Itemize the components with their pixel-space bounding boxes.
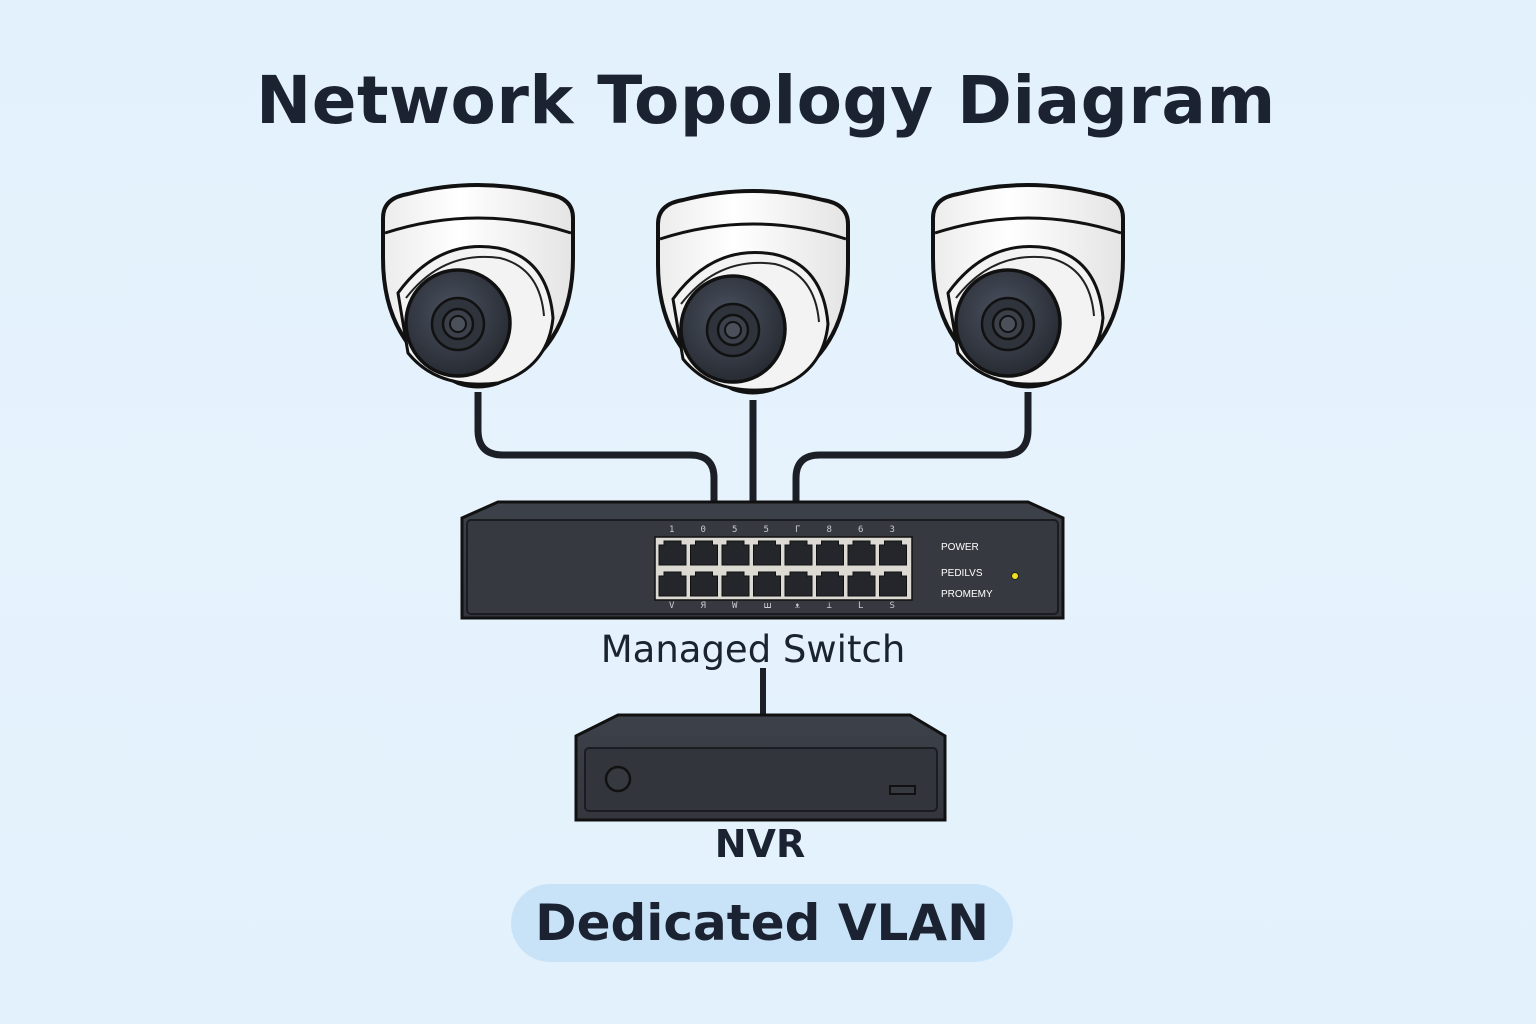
nvr-usb-port bbox=[889, 785, 916, 795]
camera-2 bbox=[656, 189, 850, 395]
port-number-top: 5 bbox=[732, 525, 737, 535]
port-number-top: 5 bbox=[764, 525, 769, 535]
port-number-bottom: ᴥ bbox=[795, 601, 800, 611]
nvr-power-button bbox=[604, 765, 632, 793]
port-number-bottom: ⊥ bbox=[827, 601, 833, 611]
ethernet-port bbox=[879, 540, 907, 566]
diagram-title: Network Topology Diagram bbox=[256, 62, 1276, 139]
ethernet-port bbox=[784, 571, 813, 597]
ethernet-port bbox=[816, 571, 844, 597]
vlan-badge: Dedicated VLAN bbox=[511, 884, 1013, 962]
nvr-device bbox=[574, 713, 947, 822]
ethernet-port bbox=[784, 540, 813, 566]
switch-label: Managed Switch bbox=[600, 628, 906, 671]
ethernet-port bbox=[753, 540, 781, 566]
ethernet-port bbox=[847, 540, 876, 566]
ethernet-ports bbox=[658, 540, 907, 597]
ethernet-port bbox=[658, 540, 687, 566]
ethernet-port bbox=[690, 540, 718, 566]
cable-camera-1 bbox=[474, 392, 718, 502]
port-number-bottom: V bbox=[669, 601, 675, 611]
port-number-top: 6 bbox=[858, 525, 863, 535]
ethernet-port bbox=[721, 571, 750, 597]
camera-1 bbox=[381, 183, 575, 389]
ethernet-port bbox=[721, 540, 750, 566]
status-label-power: POWER bbox=[941, 542, 979, 553]
port-number-bottom: W bbox=[732, 601, 738, 611]
status-label-3: PROMEMY bbox=[941, 589, 993, 600]
port-number-bottom: Я bbox=[701, 601, 706, 611]
port-number-bottom: ꟺ bbox=[764, 601, 772, 611]
ethernet-port bbox=[847, 571, 876, 597]
cable-camera-3 bbox=[792, 392, 1032, 502]
ethernet-port bbox=[690, 571, 718, 597]
vlan-label: Dedicated VLAN bbox=[535, 894, 989, 952]
status-label-2: PEDILVS bbox=[941, 568, 983, 579]
port-number-top: 1 bbox=[669, 525, 674, 535]
ethernet-port bbox=[753, 571, 781, 597]
status-led bbox=[1011, 572, 1019, 580]
port-number-top: Γ bbox=[795, 525, 800, 535]
port-number-bottom: L bbox=[858, 601, 863, 611]
port-number-top: 3 bbox=[890, 525, 895, 535]
camera-3 bbox=[931, 183, 1125, 389]
port-number-bottom: S bbox=[890, 601, 895, 611]
ethernet-port bbox=[879, 571, 907, 597]
nvr-label: NVR bbox=[714, 822, 806, 866]
ethernet-port bbox=[816, 540, 844, 566]
ethernet-port bbox=[658, 571, 687, 597]
port-number-top: 8 bbox=[827, 525, 832, 535]
port-number-top: 0 bbox=[701, 525, 706, 535]
